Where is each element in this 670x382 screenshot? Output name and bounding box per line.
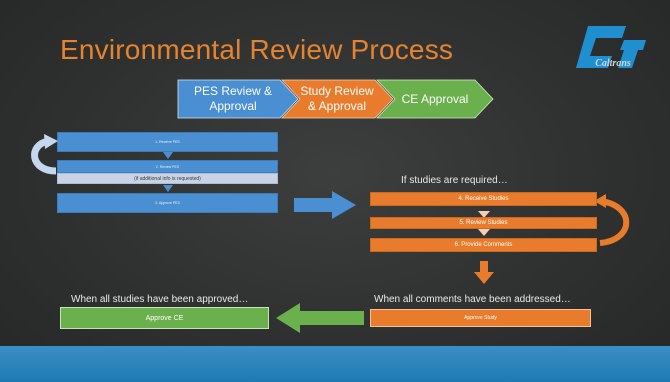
approve-study-box: Approve Study	[370, 309, 591, 327]
phase-label-pes: PES Review & Approval	[193, 84, 273, 113]
down-arrow-icon	[163, 152, 173, 159]
step-review-studies: 5. Review Studies	[370, 217, 597, 229]
down-arrow-icon	[163, 185, 173, 192]
loop-arrowhead-right-icon	[594, 194, 606, 208]
right-arrow-shaft	[294, 198, 334, 212]
right-arrow-icon	[332, 191, 356, 219]
step-provide-comments: 6. Provide Comments	[370, 238, 597, 252]
approve-study-caption: When all comments have been addressed…	[374, 294, 571, 305]
left-arrow-icon	[276, 303, 300, 333]
phase-label-study: Study Review & Approval	[300, 84, 374, 113]
caltrans-logo-text: Caltrans	[595, 58, 631, 69]
approve-ce-caption: When all studies have been approved…	[71, 294, 249, 305]
loop-arrow-right-icon	[599, 198, 630, 246]
phase-chevron-pes	[177, 79, 299, 119]
loop-arrowhead-left-icon	[44, 134, 58, 149]
studies-required-caption: If studies are required…	[401, 175, 508, 186]
phase-label-ce: CE Approval	[401, 91, 469, 106]
additional-info-note: (if additional info is requested)	[57, 173, 278, 184]
down-arrow-shaft	[480, 261, 488, 273]
loop-arrow-left-icon	[31, 137, 57, 175]
footer-bar	[0, 346, 670, 382]
slide-title: Environmental Review Process	[60, 34, 454, 65]
step-review-pes: 2. Review PES	[57, 160, 278, 173]
step-receive-pes: 1. Receive PES	[57, 132, 278, 152]
step-receive-studies: 4. Receive Studies	[370, 192, 597, 206]
left-arrow-shaft	[298, 311, 364, 325]
approve-ce-box: Approve CE	[60, 307, 269, 329]
down-arrow-large-icon	[474, 272, 494, 284]
phase-chevron-ce	[376, 79, 494, 119]
step-approve-pes: 3. Approve PES	[57, 193, 278, 213]
down-arrow-icon	[478, 211, 490, 218]
down-arrow-icon	[478, 229, 490, 236]
caltrans-logo-icon	[576, 26, 646, 68]
phase-chevron-study	[281, 79, 394, 119]
